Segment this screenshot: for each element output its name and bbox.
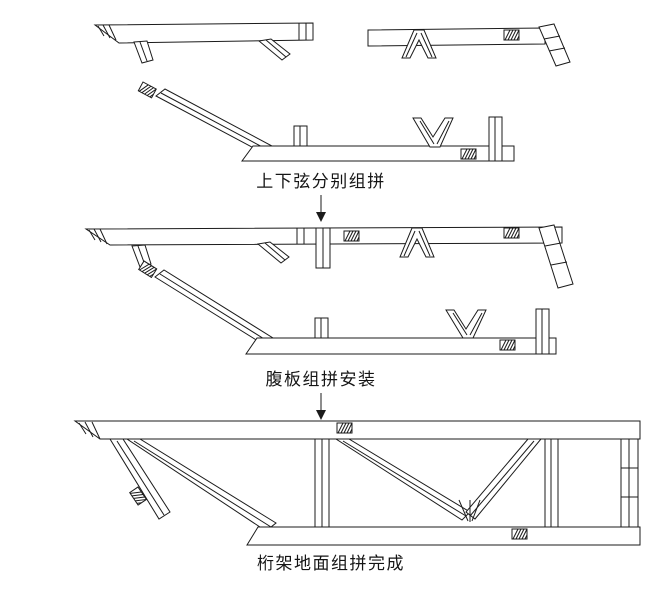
stage3-caption: 桁架地面组拼完成 — [257, 554, 405, 573]
stage3-top-chord — [73, 420, 641, 440]
stage3-right-end-post — [620, 438, 639, 528]
down-arrow-icon — [316, 195, 326, 222]
stage1-caption: 上下弦分别组拼 — [256, 172, 386, 191]
stage1-upper-chord-right — [367, 23, 571, 67]
stage3-drawing — [73, 420, 641, 546]
stage3-left-diagonals — [109, 438, 277, 532]
stage2-caption: 腹板组拼安装 — [265, 370, 377, 389]
stage2-drawing — [84, 224, 574, 355]
stage2-upper-chord — [84, 224, 574, 289]
stage2-lower-chord — [138, 260, 557, 355]
stage3-web-members — [314, 422, 559, 540]
stage3-bottom-chord — [246, 526, 641, 546]
stage1-drawing — [93, 22, 571, 162]
down-arrow-icon — [316, 393, 326, 420]
stage1-lower-chord — [137, 81, 515, 162]
stage1-upper-chord-left — [93, 22, 314, 64]
